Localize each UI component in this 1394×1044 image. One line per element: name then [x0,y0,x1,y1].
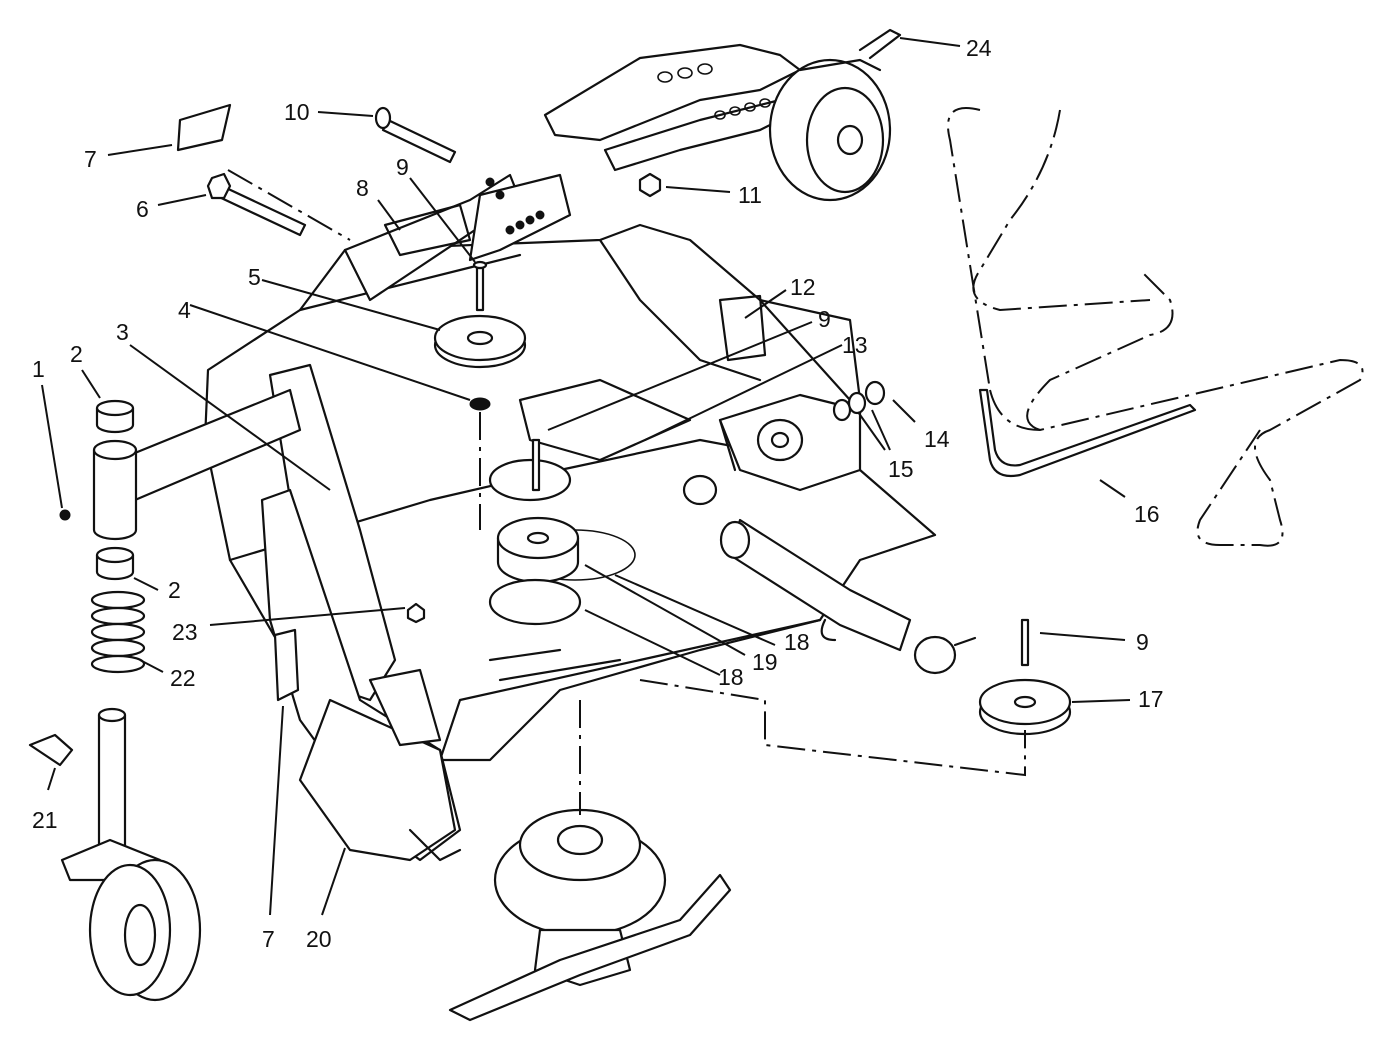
hydraulic-cylinder [682,474,977,675]
callout-9-right: 9 [1136,629,1149,655]
callout-2-upper: 2 [70,341,83,367]
callout-4: 4 [178,297,191,323]
blade-spindle [493,808,667,987]
spring [90,590,146,674]
drive-belt [947,107,1364,547]
tensioner-bracket [718,393,862,492]
callout-21: 21 [32,807,58,833]
center-pulley [433,314,527,369]
callout-11: 11 [738,182,762,208]
idler-pulley-stack [488,438,582,626]
wing-nut [28,733,74,767]
callout-9-top: 9 [396,154,409,180]
idler-arm-assembly [543,43,892,202]
callout-7-lower: 7 [262,926,275,952]
deck-frame [260,363,462,862]
bushing-upper [95,399,135,434]
hinge-pin [374,106,457,164]
callout-17: 17 [1138,686,1164,712]
callout-1: 1 [32,356,45,382]
callout-20: 20 [306,926,332,952]
mower-deck [203,223,937,762]
cutting-blade [448,873,732,1022]
callout-22: 22 [170,665,196,691]
caster-arm-tube [92,388,302,541]
callout-12: 12 [790,274,816,300]
idler-pulley-right [978,618,1072,736]
deck-nut [406,602,426,624]
callout-6: 6 [136,196,149,222]
callout-3: 3 [116,319,129,345]
leader-lines [41,37,1131,916]
bolt [206,172,307,237]
cotter-pin [858,28,902,60]
bushing-lower [95,546,135,581]
callout-8: 8 [356,175,369,201]
callout-24: 24 [966,35,992,61]
callout-19: 19 [752,649,778,675]
washer [469,397,491,411]
callout-7-upper: 7 [84,146,97,172]
callout-18-lower: 18 [718,664,744,690]
callout-15: 15 [888,456,914,482]
decal-front [176,103,232,152]
callout-10: 10 [284,99,310,125]
callout-14: 14 [924,426,950,452]
callout-13: 13 [842,332,868,358]
lock-washers [832,380,886,422]
decal-side [273,628,300,702]
callout-9-middle: 9 [818,306,831,332]
callout-16: 16 [1134,501,1160,527]
callout-5: 5 [248,264,261,290]
callout-23: 23 [172,619,198,645]
callout-labels: 1 2 3 4 5 6 7 8 9 10 11 12 9 13 14 15 16… [32,35,1164,952]
bolt-top [472,260,488,312]
hinge-bracket [343,173,572,302]
callout-2-lower: 2 [168,577,181,603]
nut [638,172,662,198]
caster-wheel [60,707,202,1002]
grease-fitting [59,509,71,521]
callout-18-upper: 18 [784,629,810,655]
